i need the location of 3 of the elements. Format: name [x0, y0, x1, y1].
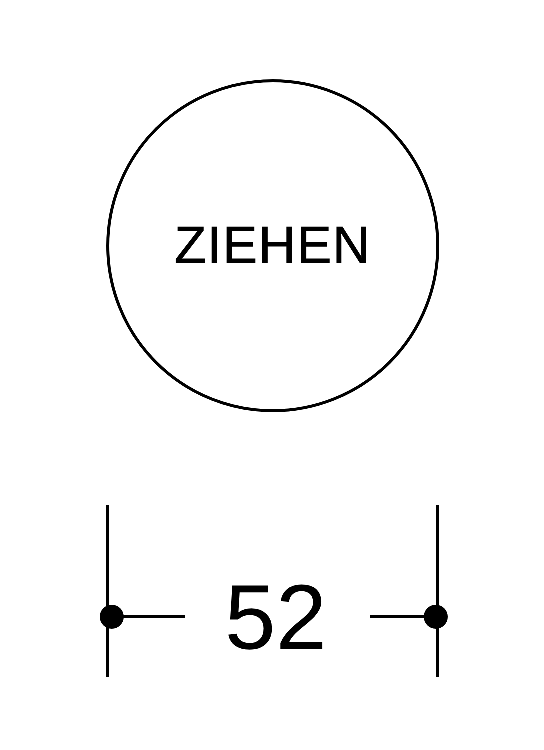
dimension-label: 52: [224, 572, 328, 664]
sign-text: ZIEHEN: [174, 216, 372, 276]
sign-circle: [106, 79, 440, 413]
